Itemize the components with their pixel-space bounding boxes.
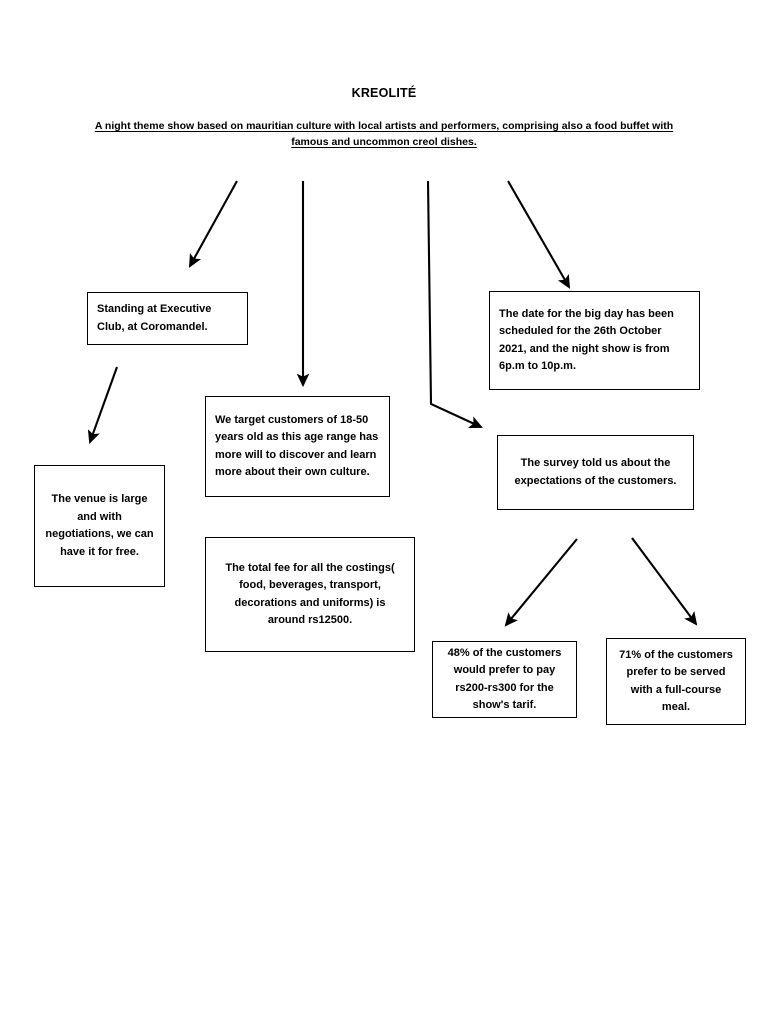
- arrow-to-venue-location: [188, 180, 238, 268]
- page-subtitle: A night theme show based on mauritian cu…: [94, 120, 674, 148]
- arrow-to-price-preference: [504, 538, 578, 627]
- arrow-to-meal-preference: [631, 537, 698, 626]
- total-fee-box: The total fee for all the costings( food…: [205, 537, 415, 652]
- arrow-to-venue-cost: [87, 366, 118, 444]
- survey-results-box: The survey told us about the expectation…: [497, 435, 694, 510]
- arrow-to-event-date: [507, 180, 571, 289]
- target-customers-box: We target customers of 18-50 years old a…: [205, 396, 390, 497]
- venue-location-box: Standing at Executive Club, at Coromande…: [87, 292, 248, 345]
- page-title: KREOLITÉ: [351, 86, 417, 100]
- meal-preference-box: 71% of the customers prefer to be served…: [606, 638, 746, 725]
- price-preference-box: 48% of the customers would prefer to pay…: [432, 641, 577, 718]
- event-date-box: The date for the big day has been schedu…: [489, 291, 700, 390]
- venue-cost-box: The venue is large and with negotiations…: [34, 465, 165, 587]
- arrow-to-survey-results: [426, 180, 483, 428]
